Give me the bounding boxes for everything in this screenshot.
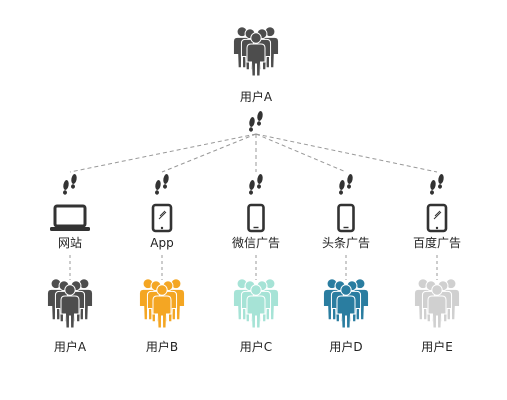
channel-label: 微信广告 (231, 236, 281, 250)
root-people-group-icon (232, 26, 280, 77)
channel-footprints-icon (339, 174, 353, 195)
channel-footprints-icon (63, 174, 77, 195)
connector-root-to-channel (69, 133, 257, 173)
channel-label: 百度广告 (412, 236, 462, 250)
user-label: 用户D (329, 340, 363, 354)
channel-label: App (150, 236, 174, 250)
phone-icon (247, 203, 265, 233)
diagram-icons (46, 26, 461, 329)
channel-footprints-icon (155, 174, 169, 195)
user-people-group-icon (413, 278, 461, 329)
channel-label: 网站 (57, 236, 83, 250)
user-label: 用户C (239, 340, 273, 354)
user-people-group-icon (232, 278, 280, 329)
channel-footprints-icon (430, 174, 444, 195)
user-label: 用户B (145, 340, 179, 354)
root-footprints-icon (249, 111, 263, 132)
laptop-icon (50, 204, 90, 231)
tablet-icon (426, 203, 448, 233)
channel-footprints-icon (249, 174, 263, 195)
phone-icon (337, 203, 355, 233)
channel-label: 头条广告 (321, 236, 371, 250)
user-label: 用户A (53, 340, 87, 354)
connector-lines (69, 133, 438, 280)
user-people-group-icon (322, 278, 370, 329)
user-label: 用户E (421, 340, 453, 354)
user-people-group-icon (138, 278, 186, 329)
root-user-label: 用户A (239, 90, 273, 104)
connector-root-to-channel (255, 133, 347, 173)
connector-root-to-channel (161, 133, 257, 173)
user-people-group-icon (46, 278, 94, 329)
connector-root-to-channel (255, 133, 438, 173)
tablet-icon (151, 203, 173, 233)
